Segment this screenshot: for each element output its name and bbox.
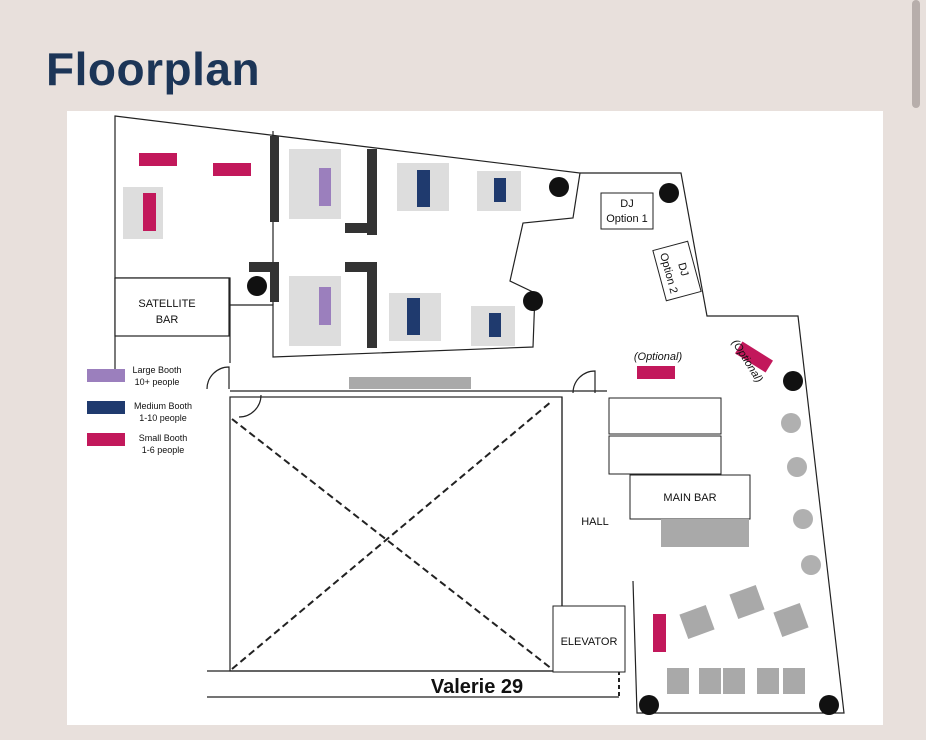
elevator-label: ELEVATOR — [561, 636, 618, 648]
scrollbar[interactable] — [912, 0, 920, 108]
elevator — [552, 605, 626, 673]
small-booth-2 — [213, 163, 251, 176]
grey-seats — [781, 413, 821, 575]
dj-option-2: DJ Option 2 — [652, 240, 702, 302]
legend-medium-capacity: 1-10 people — [139, 413, 187, 423]
large-booth-1 — [289, 149, 341, 219]
medium-booth-3 — [407, 298, 420, 335]
main-bar — [629, 474, 751, 520]
legend-small-capacity: 1-6 people — [142, 445, 185, 455]
satellite-bar-label-2: BAR — [156, 314, 179, 326]
wall-upper-left — [114, 115, 581, 358]
legend-large-capacity: 10+ people — [135, 377, 180, 387]
small-booth-optional-a — [637, 366, 675, 379]
page-title: Floorplan — [46, 43, 261, 95]
legend-large-label: Large Booth — [132, 365, 181, 375]
dj-option-1 — [600, 192, 654, 230]
door-3 — [572, 370, 596, 394]
legend-swatch-large — [87, 369, 125, 382]
medium-booth-2 — [494, 178, 506, 202]
floorplan-panel: Valerie 29 SATELLITE BAR — [67, 111, 883, 725]
street-label: Valerie 29 — [431, 676, 523, 698]
small-booth-optional-b — [735, 341, 773, 373]
legend-medium-label: Medium Booth — [134, 401, 192, 411]
medium-booth-4 — [489, 313, 501, 337]
small-booth-4 — [653, 614, 666, 652]
hall-label: HALL — [581, 516, 609, 528]
floorplan-diagram: Valerie 29 SATELLITE BAR — [87, 115, 845, 715]
counter-bar — [349, 377, 471, 389]
patio-tables — [667, 584, 809, 694]
wall-right — [580, 172, 845, 714]
legend-swatch-small — [87, 433, 125, 446]
floor-cross-1 — [231, 418, 553, 670]
seat-dots — [247, 177, 839, 715]
door-1 — [206, 366, 230, 390]
floor-cross-2 — [231, 400, 553, 670]
door-2 — [238, 394, 262, 418]
dj-option-1-line1: DJ — [620, 198, 633, 210]
main-bar-label: MAIN BAR — [663, 492, 716, 504]
dj-option-1-line2: Option 1 — [606, 213, 648, 225]
legend-small-label: Small Booth — [139, 433, 188, 443]
legend-swatch-medium — [87, 401, 125, 414]
small-booth-3 — [143, 193, 156, 231]
main-bar-counter — [661, 519, 749, 547]
satellite-bar-label-1: SATELLITE — [138, 298, 195, 310]
stairs — [608, 397, 722, 475]
satellite-bar — [114, 277, 230, 337]
small-booth-1 — [139, 153, 177, 166]
partitions — [249, 136, 377, 348]
large-booth-2 — [289, 276, 341, 346]
optional-label-a: (Optional) — [634, 351, 683, 363]
medium-booth-1 — [417, 170, 430, 207]
dj-option-2-line1: DJ — [675, 261, 690, 277]
